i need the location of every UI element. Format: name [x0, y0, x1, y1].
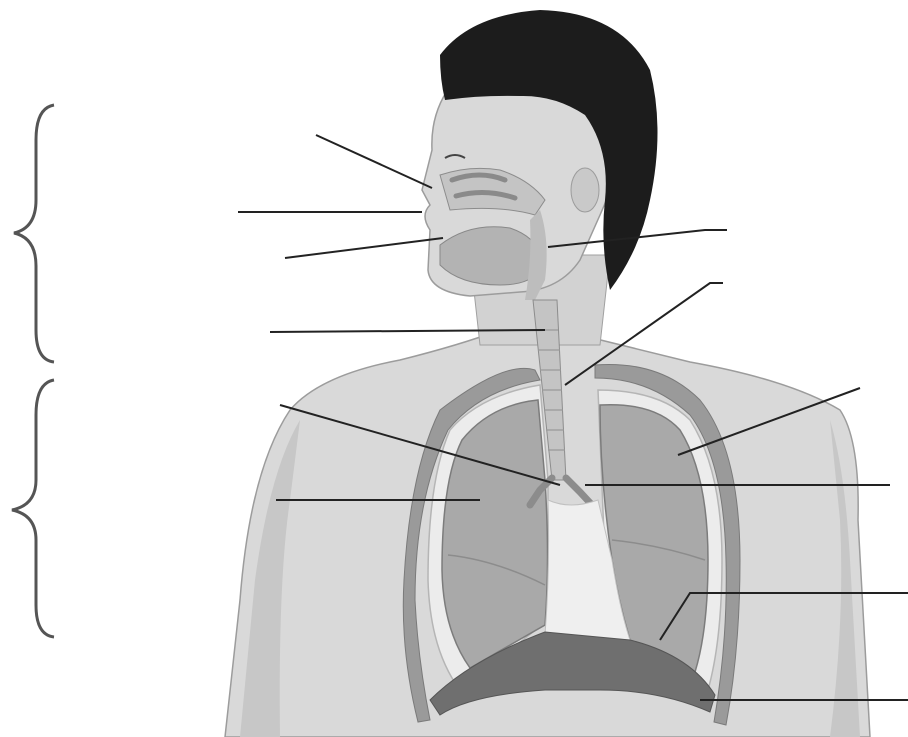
- leader-line-nasal-cavity: [316, 135, 432, 188]
- brace-lower-respiratory-tract: [12, 380, 54, 637]
- ear: [571, 168, 599, 212]
- leader-line-oral-cavity: [285, 238, 443, 258]
- brace-upper-respiratory-tract: [14, 105, 54, 362]
- oral-cavity-tongue: [440, 227, 541, 285]
